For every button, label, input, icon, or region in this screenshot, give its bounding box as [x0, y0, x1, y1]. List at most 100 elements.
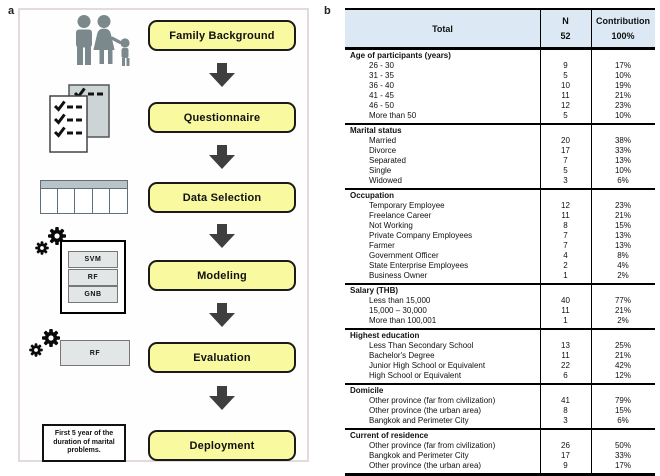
row-contribution: 21% [614, 91, 631, 100]
row-contribution: 17% [614, 61, 631, 70]
row-n: 2 [563, 261, 568, 270]
row-n: 11 [561, 91, 570, 100]
step-evaluation: Evaluation [148, 342, 296, 373]
row-label: Bangkok and Perimeter City [369, 416, 469, 425]
table-section-title: Salary (THB) [350, 286, 399, 295]
row-n: 3 [563, 176, 568, 185]
row-contribution: 19% [614, 81, 631, 90]
table-row: 41 - 45 11 21% [345, 91, 655, 101]
row-label: Other province (the urban area) [369, 406, 482, 415]
row-n: 13 [561, 341, 570, 350]
row-n: 17 [561, 451, 570, 460]
table-section-title: Domicile [350, 386, 384, 395]
row-label: Bachelor's Degree [369, 351, 435, 360]
row-n: 5 [563, 111, 568, 120]
row-label: Temporary Employee [369, 201, 445, 210]
model-chip-svm: SVM [68, 251, 118, 268]
row-label: Junior High School or Equivalent [369, 361, 486, 370]
row-label: More than 100,001 [369, 316, 437, 325]
deployment-note: First 5 year of the duration of marital … [42, 424, 126, 462]
row-contribution: 6% [617, 176, 629, 185]
row-label: Separated [369, 156, 406, 165]
row-contribution: 21% [614, 211, 631, 220]
family-icon [76, 15, 130, 66]
table-column-divider [540, 10, 541, 473]
table-section-title: Occupation [350, 191, 395, 200]
step-questionnaire: Questionnaire [148, 102, 296, 133]
row-label: Divorce [369, 146, 397, 155]
table-column-divider [591, 10, 592, 473]
row-label: Farmer [369, 241, 395, 250]
table-header: Total N 52 Contribution 100% [345, 10, 655, 50]
row-n: 9 [563, 461, 568, 470]
gears-icon [29, 329, 60, 357]
row-contribution: 77% [614, 296, 631, 305]
row-n: 8 [563, 221, 568, 230]
row-label: More than 50 [369, 111, 417, 120]
table-row: Other province (far from civilization)41… [345, 396, 655, 406]
row-label: 41 - 45 [369, 91, 394, 100]
model-chip-rf: RF [68, 268, 118, 286]
table-header-n-value: 52 [560, 31, 571, 42]
row-contribution: 21% [614, 351, 631, 360]
row-contribution: 21% [614, 306, 631, 315]
modeling-algorithms-box: SVM RF GNB [60, 240, 126, 314]
data-table-icon-header [41, 181, 127, 189]
demographics-table: Total N 52 Contribution 100% Age of part… [345, 8, 655, 476]
row-label: Other province (far from civilization) [369, 396, 496, 405]
table-header-contribution-value: 100% [611, 31, 635, 42]
panel-b-label: b [324, 5, 331, 17]
row-contribution: 2% [617, 316, 629, 325]
row-label: Other province (far from civilization) [369, 441, 496, 450]
row-n: 1 [563, 271, 568, 280]
row-contribution: 42% [614, 361, 631, 370]
step-data-selection: Data Selection [148, 182, 296, 213]
table-row: Other province (far from civilization)26… [345, 441, 655, 451]
row-label: Married [369, 136, 397, 145]
row-label: Freelance Career [369, 211, 432, 220]
step-family-background: Family Background [148, 20, 296, 51]
table-row: More than 50 5 10% [345, 111, 655, 121]
row-label: Business Owner [369, 271, 428, 280]
row-label: Less Than Secondary School [369, 341, 474, 350]
row-n: 12 [561, 201, 570, 210]
table-section-title: Marital status [350, 126, 402, 135]
row-label: 31 - 35 [369, 71, 394, 80]
row-contribution: 12% [614, 371, 631, 380]
row-n: 6 [563, 371, 568, 380]
row-label: Bangkok and Perimeter City [369, 451, 469, 460]
table-header-n-column: N 52 [540, 10, 591, 47]
row-contribution: 33% [614, 146, 631, 155]
row-contribution: 2% [617, 271, 629, 280]
row-label: 26 - 30 [369, 61, 394, 70]
row-label: Single [369, 166, 392, 175]
row-contribution: 38% [614, 136, 631, 145]
row-contribution: 33% [614, 451, 631, 460]
row-n: 12 [561, 101, 570, 110]
row-n: 5 [563, 166, 568, 175]
row-contribution: 15% [614, 221, 631, 230]
table-section-title: Current of residence [350, 431, 429, 440]
table-header-n-label: N [562, 15, 569, 26]
row-contribution: 10% [614, 111, 631, 120]
row-label: 15,000 – 30,000 [369, 306, 427, 315]
row-n: 10 [561, 81, 570, 90]
